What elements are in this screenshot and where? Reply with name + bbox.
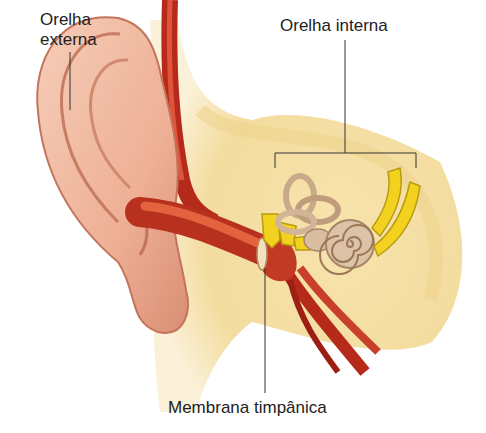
pinna [37, 17, 188, 333]
blood-vessel [300, 268, 378, 352]
tympanic-membrane [257, 238, 267, 270]
blood-vessel [285, 270, 365, 372]
part-label: Orelha interna [280, 16, 420, 36]
semicircular-canal [278, 212, 314, 232]
cochlear-nerve [374, 182, 420, 256]
cochlea-spiral [320, 225, 373, 274]
bone-shade [200, 110, 436, 300]
antihelix-fold [91, 60, 130, 188]
leader-line [345, 40, 346, 153]
ear-canal-highlight [145, 206, 258, 243]
bracket [275, 153, 416, 168]
part-label: Orelha externa [40, 10, 120, 50]
leader-line [70, 52, 71, 110]
leader-line [265, 268, 266, 393]
part-label: Membrana timpânica [168, 398, 368, 418]
blood-vessel [290, 280, 338, 372]
